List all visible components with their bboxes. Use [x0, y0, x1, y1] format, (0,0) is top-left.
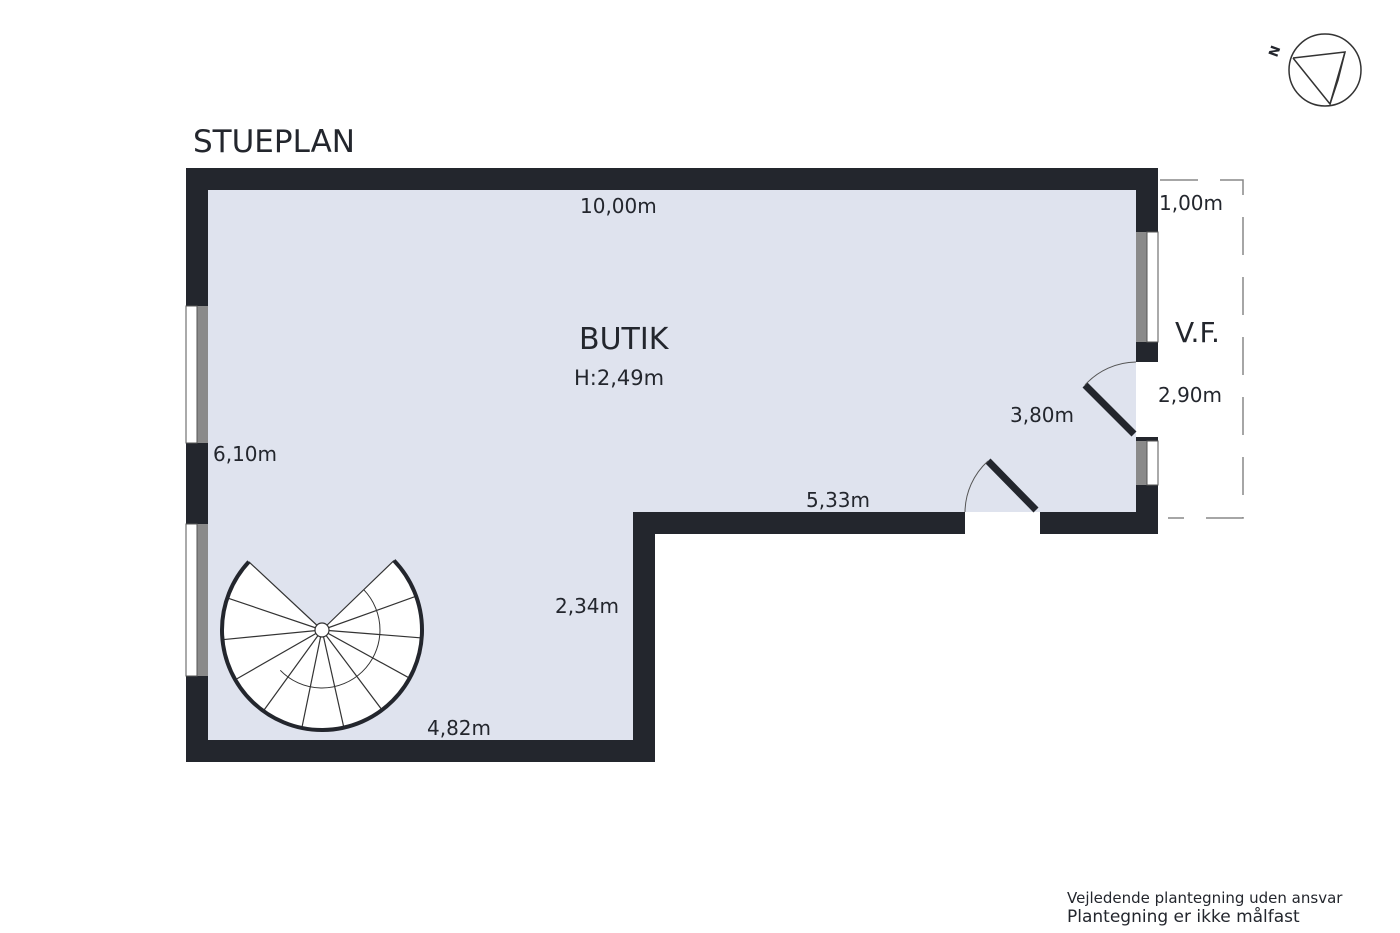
- stair-fill: [222, 560, 423, 730]
- plan-title: STUEPLAN: [193, 124, 355, 160]
- dim-step-horizontal: 5,33m: [806, 488, 871, 512]
- stair-step: [234, 629, 323, 681]
- dim-annex-width: 1,00m: [1159, 191, 1224, 215]
- door-bottom: [964, 458, 1039, 513]
- dim-right-inner: 3,80m: [1010, 403, 1075, 427]
- stair-step: [321, 595, 417, 631]
- stair-step: [321, 629, 410, 679]
- stair-step: [227, 597, 323, 631]
- dim-left: 6,10m: [213, 442, 278, 466]
- stair-step: [321, 629, 383, 711]
- door-right: [1082, 361, 1137, 437]
- stair-step: [248, 561, 323, 631]
- stair-outer-edge: [220, 559, 424, 732]
- compass-icon: [1288, 33, 1362, 107]
- disclaimer-line-1: Vejledende plantegning uden ansvar: [1067, 889, 1343, 907]
- annex-name: V.F.: [1175, 316, 1220, 349]
- stair-step: [321, 629, 345, 728]
- stair-step: [262, 629, 323, 712]
- stair-center-post: [314, 622, 330, 638]
- stair-step: [321, 629, 422, 639]
- stair-direction-arrow: [279, 589, 381, 689]
- dim-bottom-left: 4,82m: [427, 716, 492, 740]
- walls: [186, 168, 1158, 762]
- dim-top: 10,00m: [580, 194, 657, 218]
- windows: [185, 231, 1159, 677]
- annex-dimension-line: [1160, 179, 1244, 519]
- dim-annex-length: 2,90m: [1158, 383, 1223, 407]
- room-name: BUTIK: [579, 322, 669, 357]
- spiral-staircase: [220, 559, 424, 732]
- stair-step: [321, 560, 395, 631]
- room-height: H:2,49m: [574, 366, 665, 390]
- stair-step: [222, 629, 323, 641]
- stair-step: [301, 629, 323, 729]
- disclaimer-line-2: Plantegning er ikke målfast: [1067, 907, 1300, 927]
- room-floor: [208, 190, 1136, 740]
- dim-step-vertical: 2,34m: [555, 594, 620, 618]
